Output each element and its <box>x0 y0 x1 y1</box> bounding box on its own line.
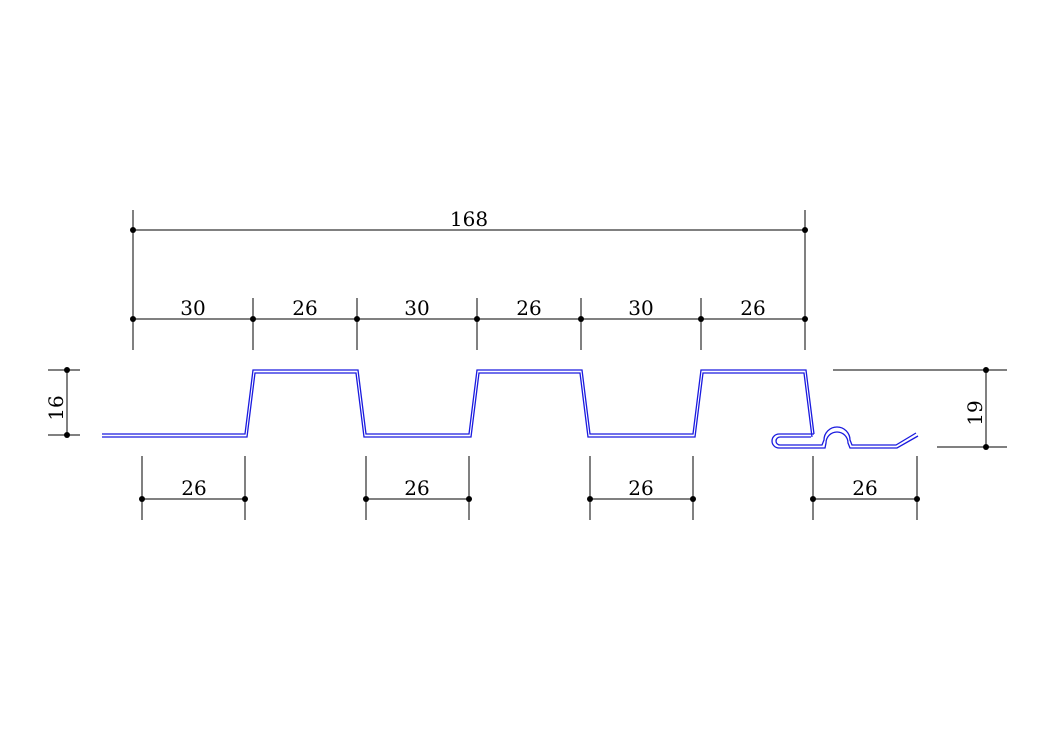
left-height-label: 16 <box>44 395 68 420</box>
top-tick-1 <box>250 316 256 322</box>
bottom-tick <box>810 496 816 502</box>
profile-hook-outer <box>771 431 919 449</box>
sheet-profile <box>102 369 919 449</box>
top-tick-4 <box>578 316 584 322</box>
bottom-tick <box>139 496 145 502</box>
profile-outer-line <box>102 369 815 435</box>
bottom-tick <box>587 496 593 502</box>
top-tick-0 <box>130 316 136 322</box>
bottom-tick <box>242 496 248 502</box>
overall-tick-left <box>130 227 136 233</box>
overall-tick-right <box>802 227 808 233</box>
top-segment-label: 26 <box>740 296 765 320</box>
profile-inner-line <box>102 372 813 438</box>
right-tick-bottom <box>983 444 989 450</box>
bottom-segment-dimensions: 26 26 26 26 <box>139 456 920 520</box>
top-segment-label: 30 <box>628 296 653 320</box>
bottom-tick <box>363 496 369 502</box>
overall-dim-label: 168 <box>450 207 488 231</box>
top-segment-label: 26 <box>516 296 541 320</box>
left-tick-bottom <box>64 432 70 438</box>
bottom-tick <box>914 496 920 502</box>
bottom-tick <box>690 496 696 502</box>
bottom-segment-label: 26 <box>404 476 429 500</box>
top-tick-6 <box>802 316 808 322</box>
top-segment-label: 30 <box>180 296 205 320</box>
bottom-tick <box>466 496 472 502</box>
top-tick-2 <box>354 316 360 322</box>
bottom-segment-label: 26 <box>181 476 206 500</box>
right-tick-top <box>983 367 989 373</box>
top-segment-label: 26 <box>292 296 317 320</box>
bottom-segment-label: 26 <box>852 476 877 500</box>
right-height-label: 19 <box>963 400 987 425</box>
profile-hook-inner <box>775 426 917 446</box>
bottom-segment-label: 26 <box>628 476 653 500</box>
top-segment-dimensions: 30 26 30 26 30 26 <box>130 296 808 350</box>
left-height-dimension: 16 <box>44 367 80 438</box>
right-height-dimension: 19 <box>833 367 1007 450</box>
top-tick-3 <box>474 316 480 322</box>
top-segment-label: 30 <box>404 296 429 320</box>
top-tick-5 <box>698 316 704 322</box>
overall-dimension: 168 <box>130 207 808 350</box>
left-tick-top <box>64 367 70 373</box>
